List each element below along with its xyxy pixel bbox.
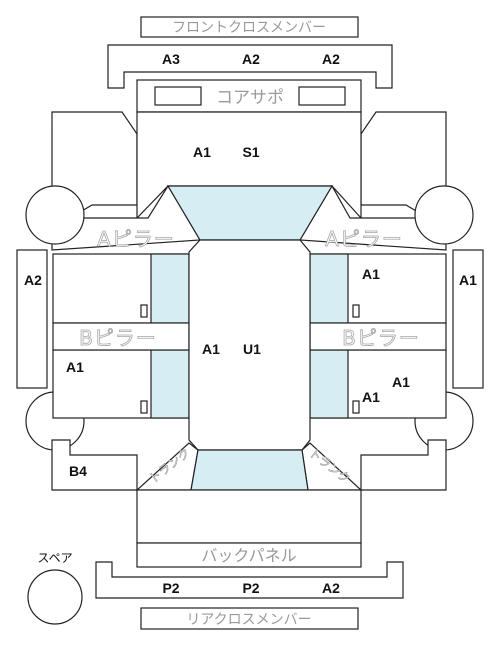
right-fender-side-box [452, 249, 484, 389]
front-cross-member-box [140, 16, 359, 38]
wheel-front-right [414, 185, 474, 245]
right-rear-quarter [360, 439, 447, 491]
hood-grade-2: S1 [242, 144, 259, 160]
roof-grade-2: U1 [243, 341, 261, 357]
right-rear-door-grade-1: A1 [392, 374, 410, 390]
rear-cross-grade-3: A2 [322, 580, 340, 596]
rear-bumper-bracket [95, 561, 404, 599]
left-fender-side-box [16, 249, 48, 389]
back-panel-label: バックパネル [201, 546, 296, 565]
a-pillar-left-label: Aピラー [97, 227, 175, 251]
left-rear-door-handle [140, 400, 148, 414]
trunk-lid [136, 489, 362, 544]
right-rear-window [309, 349, 349, 419]
b-pillar-right-band [309, 322, 447, 351]
rear-cross-member-box [140, 607, 359, 630]
wheel-front-left [25, 185, 85, 245]
left-front-door-handle [140, 304, 148, 318]
rear-cross-grade-1: P2 [162, 580, 179, 596]
right-front-window [309, 253, 349, 324]
core-support-label: コアサポ [216, 88, 284, 108]
left-rear-quarter-grade: B4 [69, 463, 87, 479]
front-cross-grade-3: A2 [322, 51, 340, 67]
left-rear-quarter [51, 439, 138, 491]
left-rear-window [150, 349, 190, 419]
b-pillar-left-label: Bピラー [79, 326, 157, 350]
left-fender-side-grade: A2 [24, 272, 42, 288]
a-pillar-right-label: Aピラー [325, 227, 403, 251]
front-cross-grade-1: A3 [162, 51, 180, 67]
b-pillar-right-label: Bピラー [342, 326, 420, 350]
spare-tire [27, 569, 83, 625]
headlight-right [298, 86, 346, 106]
left-front-window [150, 253, 190, 324]
right-front-door-grade: A1 [362, 266, 380, 282]
right-front-door-handle [352, 304, 360, 318]
rear-cross-grade-2: P2 [242, 580, 259, 596]
b-pillar-left-band [52, 322, 190, 351]
rear-cross-member-label: リアクロスメンバー [186, 612, 311, 628]
front-bumper-bracket [107, 44, 393, 89]
right-rear-door-grade-2: A1 [362, 389, 380, 405]
right-fender-side-grade: A1 [459, 272, 477, 288]
left-rear-door-grade: A1 [66, 359, 84, 375]
back-panel-box [136, 542, 362, 568]
rear-window [190, 449, 309, 491]
roof-grade-1: A1 [202, 341, 220, 357]
spare-label: スペア [37, 551, 72, 565]
front-cross-member-label: フロントクロスメンバー [172, 20, 326, 36]
right-rear-door-handle [352, 400, 360, 414]
front-cross-grade-2: A2 [242, 51, 260, 67]
headlight-left [154, 86, 202, 106]
hood-grade-1: A1 [193, 144, 211, 160]
